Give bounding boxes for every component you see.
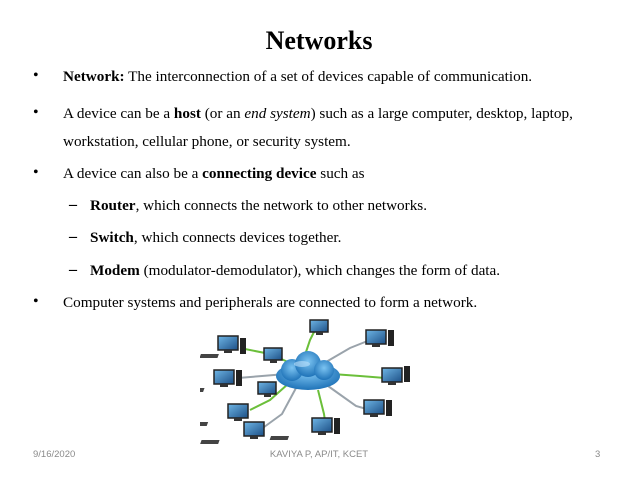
footer-author: KAVIYA P, AP/IT, KCET [269, 449, 369, 460]
connecting-text-post: such as [316, 165, 365, 182]
term-connecting-device: connecting device [202, 165, 317, 182]
bullet-icon: • [33, 293, 39, 310]
bullet-host-line1: A device can be a host (or an end system… [63, 105, 573, 123]
connecting-text-pre: A device can also be a [63, 165, 203, 182]
bullet-icon: • [33, 67, 39, 84]
term-router: Router [90, 197, 136, 214]
network-illustration [185, 318, 412, 450]
cloud-icon [276, 351, 340, 390]
slide-title: Networks [265, 26, 373, 55]
bullet-connecting-device: A device can also be a connecting device… [63, 165, 365, 183]
computer-icon [365, 329, 394, 347]
host-text-pre: A device can be a [63, 105, 174, 122]
sub-item-switch: Switch, which connects devices together. [90, 229, 341, 247]
dash-icon: – [69, 196, 77, 213]
computer-icon [381, 366, 410, 385]
computer-icon [363, 399, 392, 417]
computer-icon [257, 381, 277, 397]
computer-icon [269, 417, 340, 440]
bullet-icon: • [33, 104, 39, 121]
network-diagram-image [185, 319, 410, 444]
footer-date: 9/16/2020 [33, 449, 76, 460]
sub-item-router: Router, which connects the network to ot… [90, 197, 427, 215]
computer-icon [188, 403, 249, 426]
host-text-mid: (or an [200, 105, 245, 122]
computer-icon [185, 369, 242, 392]
switch-text: , which connects devices together. [133, 229, 342, 246]
sub-item-modem: Modem (modulator-demodulator), which cha… [90, 262, 500, 280]
router-text: , which connects the network to other ne… [135, 197, 428, 214]
bullet-host-line2: workstation, cellular phone, or security… [63, 133, 351, 150]
host-text-post: ) such as a large computer, desktop, lap… [310, 105, 573, 122]
computer-icon [200, 421, 265, 444]
computer-icon [263, 347, 283, 363]
term-switch: Switch [90, 229, 134, 246]
dash-icon: – [69, 228, 77, 245]
term-network: Network: [63, 68, 125, 85]
network-definition-text: The interconnection of a set of devices … [124, 68, 533, 85]
term-modem: Modem [90, 262, 140, 279]
dash-icon: – [69, 261, 77, 278]
modem-text: (modulator-demodulator), which changes t… [139, 262, 501, 279]
bullet-computer-systems: Computer systems and peripherals are con… [63, 294, 478, 311]
bullet-network-definition: Network: The interconnection of a set of… [63, 68, 532, 86]
bullet-icon: • [33, 164, 39, 181]
term-host: host [173, 105, 201, 122]
term-end-system: end system [244, 105, 311, 122]
computer-icon [199, 335, 246, 358]
footer-page-number: 3 [595, 449, 601, 460]
computer-icon [309, 319, 329, 335]
